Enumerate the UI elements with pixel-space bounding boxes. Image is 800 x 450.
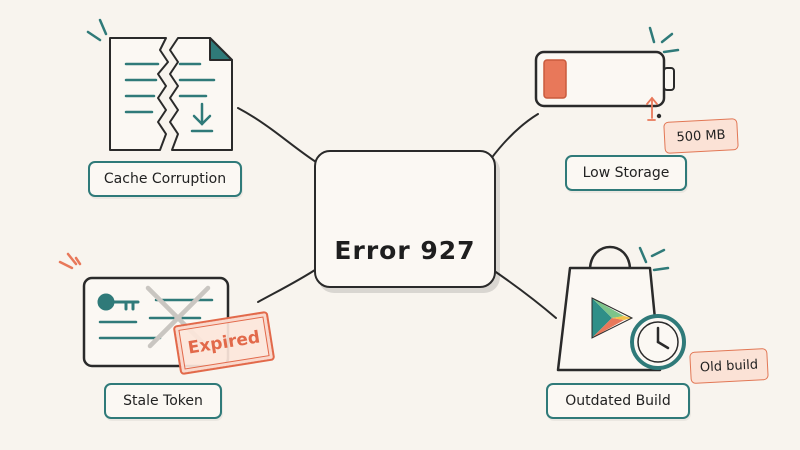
torn-document-icon — [86, 18, 233, 151]
label-low-storage: Low Storage — [565, 155, 687, 191]
old-build-tag: Old build — [689, 347, 769, 385]
clock-icon — [630, 314, 686, 370]
storage-size-tag: 500 MB — [663, 118, 739, 154]
central-error-node: Error 927 — [314, 150, 496, 288]
error-title: Error 927 — [334, 236, 476, 265]
connector-build — [489, 267, 557, 319]
connector-storage — [489, 113, 539, 161]
connector-token — [257, 267, 319, 303]
low-battery-icon — [534, 26, 680, 121]
key-icon — [97, 293, 140, 311]
label-outdated-build: Outdated Build — [546, 383, 690, 419]
store-bag-icon — [556, 245, 686, 372]
label-stale-token: Stale Token — [104, 383, 222, 419]
label-cache-corruption: Cache Corruption — [88, 161, 242, 197]
connector-cache — [237, 107, 317, 163]
connectors — [237, 107, 557, 319]
play-store-logo — [591, 297, 634, 339]
